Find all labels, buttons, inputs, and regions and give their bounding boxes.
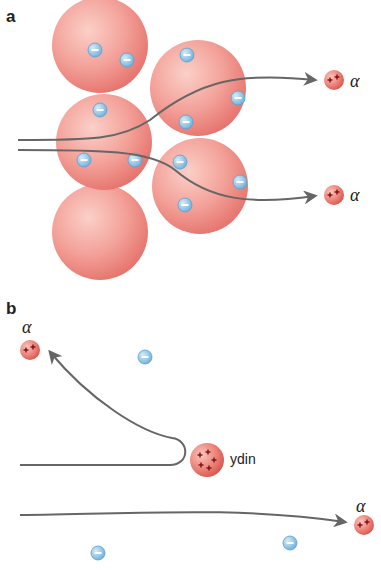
panel-letter: a [6, 8, 15, 25]
alpha-label: α [356, 497, 365, 515]
alpha-label: α [350, 186, 359, 204]
nucleus-label: ydin [230, 452, 256, 466]
panel-letter: b [6, 300, 16, 317]
alpha-label: α [350, 72, 359, 90]
alpha-label: α [22, 318, 31, 336]
